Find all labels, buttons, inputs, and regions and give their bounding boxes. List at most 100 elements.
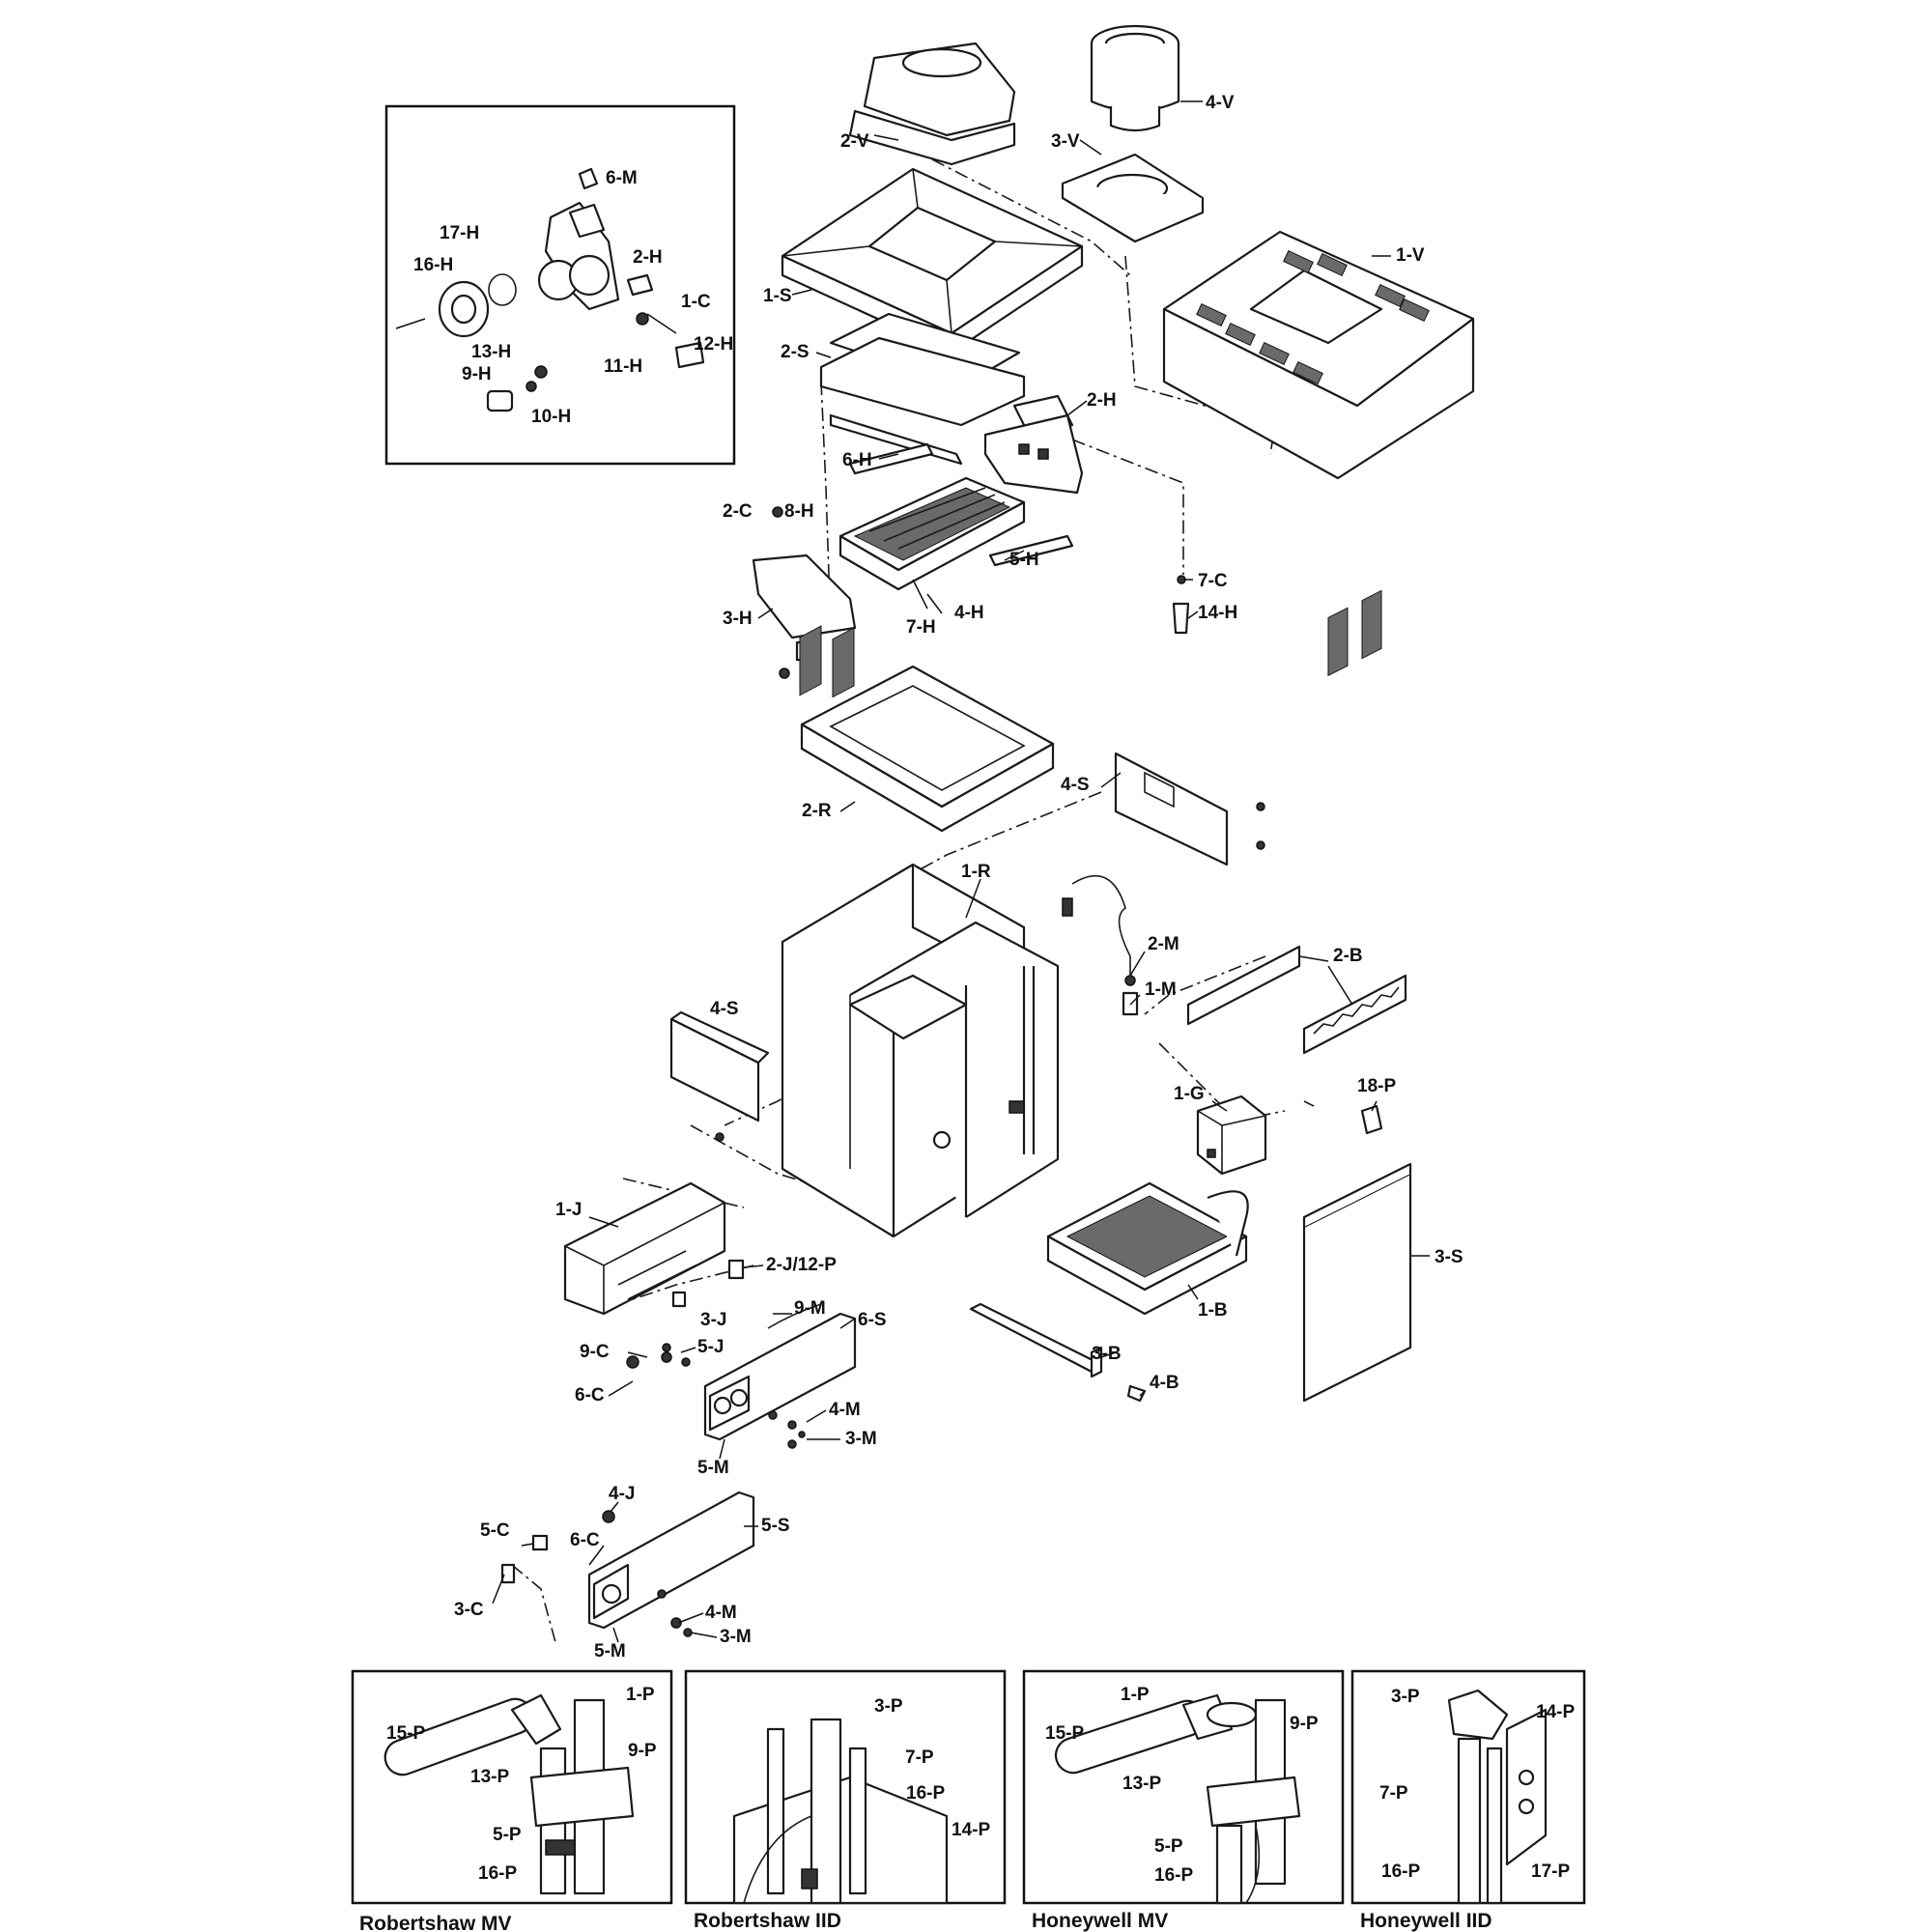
label-4-m: 4-M <box>829 1400 861 1420</box>
label-14-h: 14-H <box>1198 603 1237 623</box>
pilot-box-1 <box>351 1669 673 1905</box>
label-5-j: 5-J <box>697 1337 724 1357</box>
label-6-h: 6-H <box>842 450 872 470</box>
label-1-r: 1-R <box>961 862 991 882</box>
pilot1-label-9-p: 9-P <box>628 1741 657 1761</box>
pilot-box-3 <box>1022 1669 1345 1905</box>
label-9-h: 9-H <box>462 364 492 384</box>
lower-labels: 4-J 5-C 6-C 5-S 3-C 4-M 3-M 5-M <box>454 1484 790 1662</box>
top-cover-vent-grilles <box>1196 249 1430 385</box>
label-2-m: 2-M <box>1148 934 1179 954</box>
pilot-box-2 <box>684 1669 1007 1905</box>
label-3-c: 3-C <box>454 1600 484 1620</box>
label-11-h: 11-H <box>604 356 642 377</box>
label-7-c: 7-C <box>1198 571 1228 591</box>
label-4-m-lower: 4-M <box>705 1603 737 1623</box>
top-panel <box>781 167 1084 466</box>
leader-lines <box>492 100 1430 1643</box>
label-6-c: 6-C <box>575 1385 605 1406</box>
label-5-h: 5-H <box>1009 550 1039 570</box>
label-4-j: 4-J <box>609 1484 635 1504</box>
label-2-v: 2-V <box>840 131 869 152</box>
label-9-m: 9-M <box>794 1298 826 1319</box>
caption-honeywell-iid: Honeywell IID <box>1360 1910 1492 1932</box>
pilot2-label-3-p: 3-P <box>874 1696 903 1717</box>
label-6-m: 6-M <box>606 168 638 188</box>
label-3-h: 3-H <box>723 609 753 629</box>
pilot1-label-5-p: 5-P <box>493 1825 522 1845</box>
label-3-m-lower: 3-M <box>720 1627 752 1647</box>
label-1-c: 1-C <box>681 292 711 312</box>
label-2-b: 2-B <box>1333 946 1363 966</box>
pilot4-label-7-p: 7-P <box>1379 1783 1408 1804</box>
caption-robertshaw-mv: Robertshaw MV <box>359 1913 512 1932</box>
cabinet-louvers <box>799 625 855 698</box>
front-panel-louvers <box>1327 589 1382 677</box>
label-3-b: 3-B <box>1092 1344 1122 1364</box>
pilot4-label-16-p: 16-P <box>1381 1861 1420 1882</box>
vent-assembly <box>848 24 1475 480</box>
label-2-r: 2-R <box>802 801 832 821</box>
cabinet-group <box>563 589 1412 1449</box>
label-5-m-lower: 5-M <box>594 1641 626 1662</box>
label-10-h: 10-H <box>531 407 571 427</box>
pilot2-label-7-p: 7-P <box>905 1747 934 1768</box>
gas-valve <box>1196 1094 1267 1176</box>
label-3-v: 3-V <box>1051 131 1080 152</box>
label-5-s: 5-S <box>761 1516 790 1536</box>
label-5-m: 5-M <box>697 1458 729 1478</box>
label-1-v: 1-V <box>1396 245 1425 266</box>
pilot2-label-16-p: 16-P <box>906 1783 945 1804</box>
heat-exchanger <box>752 442 1190 679</box>
label-12-h: 12-H <box>694 334 733 355</box>
label-1-s: 1-S <box>763 286 792 306</box>
label-4-s-left: 4-S <box>710 999 739 1019</box>
label-2-j-12-p: 2-J/12-P <box>766 1255 837 1275</box>
inset-header-detail <box>384 104 736 466</box>
label-13-h: 13-H <box>471 342 511 362</box>
pilot3-label-1-p: 1-P <box>1121 1685 1150 1705</box>
label-2-h-inset: 2-H <box>633 247 663 268</box>
label-4-s-right: 4-S <box>1061 775 1090 795</box>
pilot3-label-5-p: 5-P <box>1154 1836 1183 1857</box>
pilot3-label-9-p: 9-P <box>1290 1714 1319 1734</box>
label-1-j: 1-J <box>555 1200 582 1220</box>
side-panel-right <box>1114 752 1229 867</box>
pilot3-label-13-p: 13-P <box>1122 1774 1161 1794</box>
label-9-c: 9-C <box>580 1342 610 1362</box>
label-18-p: 18-P <box>1357 1076 1396 1096</box>
label-3-m: 3-M <box>845 1429 877 1449</box>
label-1-m: 1-M <box>1145 980 1177 1000</box>
caption-robertshaw-iid: Robertshaw IID <box>694 1910 841 1932</box>
header-assembly <box>983 394 1084 495</box>
pilot1-label-15-p: 15-P <box>386 1723 425 1744</box>
label-16-h: 16-H <box>413 255 453 275</box>
label-2-c: 2-C <box>723 501 753 522</box>
label-5-c: 5-C <box>480 1520 510 1541</box>
pilot4-label-3-p: 3-P <box>1391 1687 1420 1707</box>
top-labels: 2-V 4-V 3-V 1-V 1-S 2-S 2-H 6-H 2-C 8-H … <box>723 93 1425 638</box>
label-7-h: 7-H <box>906 617 936 638</box>
label-17-h: 17-H <box>440 223 479 243</box>
pilot2-label-14-p: 14-P <box>952 1820 990 1840</box>
pilot1-label-1-p: 1-P <box>626 1685 655 1705</box>
control-box <box>563 1181 726 1316</box>
inset-labels: 6-M 17-H 16-H 2-H 1-C 13-H 12-H 9-H 11-H… <box>413 168 733 427</box>
pilot-box-4 <box>1350 1669 1586 1905</box>
pilot4-label-14-p: 14-P <box>1536 1702 1575 1722</box>
lower-control-panel <box>500 1491 755 1637</box>
label-1-g: 1-G <box>1174 1084 1205 1104</box>
label-6-s: 6-S <box>858 1310 887 1330</box>
label-8-h: 8-H <box>784 501 814 522</box>
front-panel <box>1302 1172 1412 1403</box>
label-6-c-lower: 6-C <box>570 1530 600 1550</box>
pilot-labels: 1-P 15-P 9-P 13-P 5-P 16-P 3-P 7-P 16-P … <box>386 1685 1575 1886</box>
pilot3-label-16-p: 16-P <box>1154 1865 1193 1886</box>
label-4-v: 4-V <box>1206 93 1235 113</box>
label-2-h: 2-H <box>1087 390 1117 411</box>
label-3-s: 3-S <box>1435 1247 1463 1267</box>
label-3-j: 3-J <box>700 1310 726 1330</box>
label-2-s: 2-S <box>781 342 810 362</box>
caption-honeywell-mv: Honeywell MV <box>1032 1910 1168 1932</box>
